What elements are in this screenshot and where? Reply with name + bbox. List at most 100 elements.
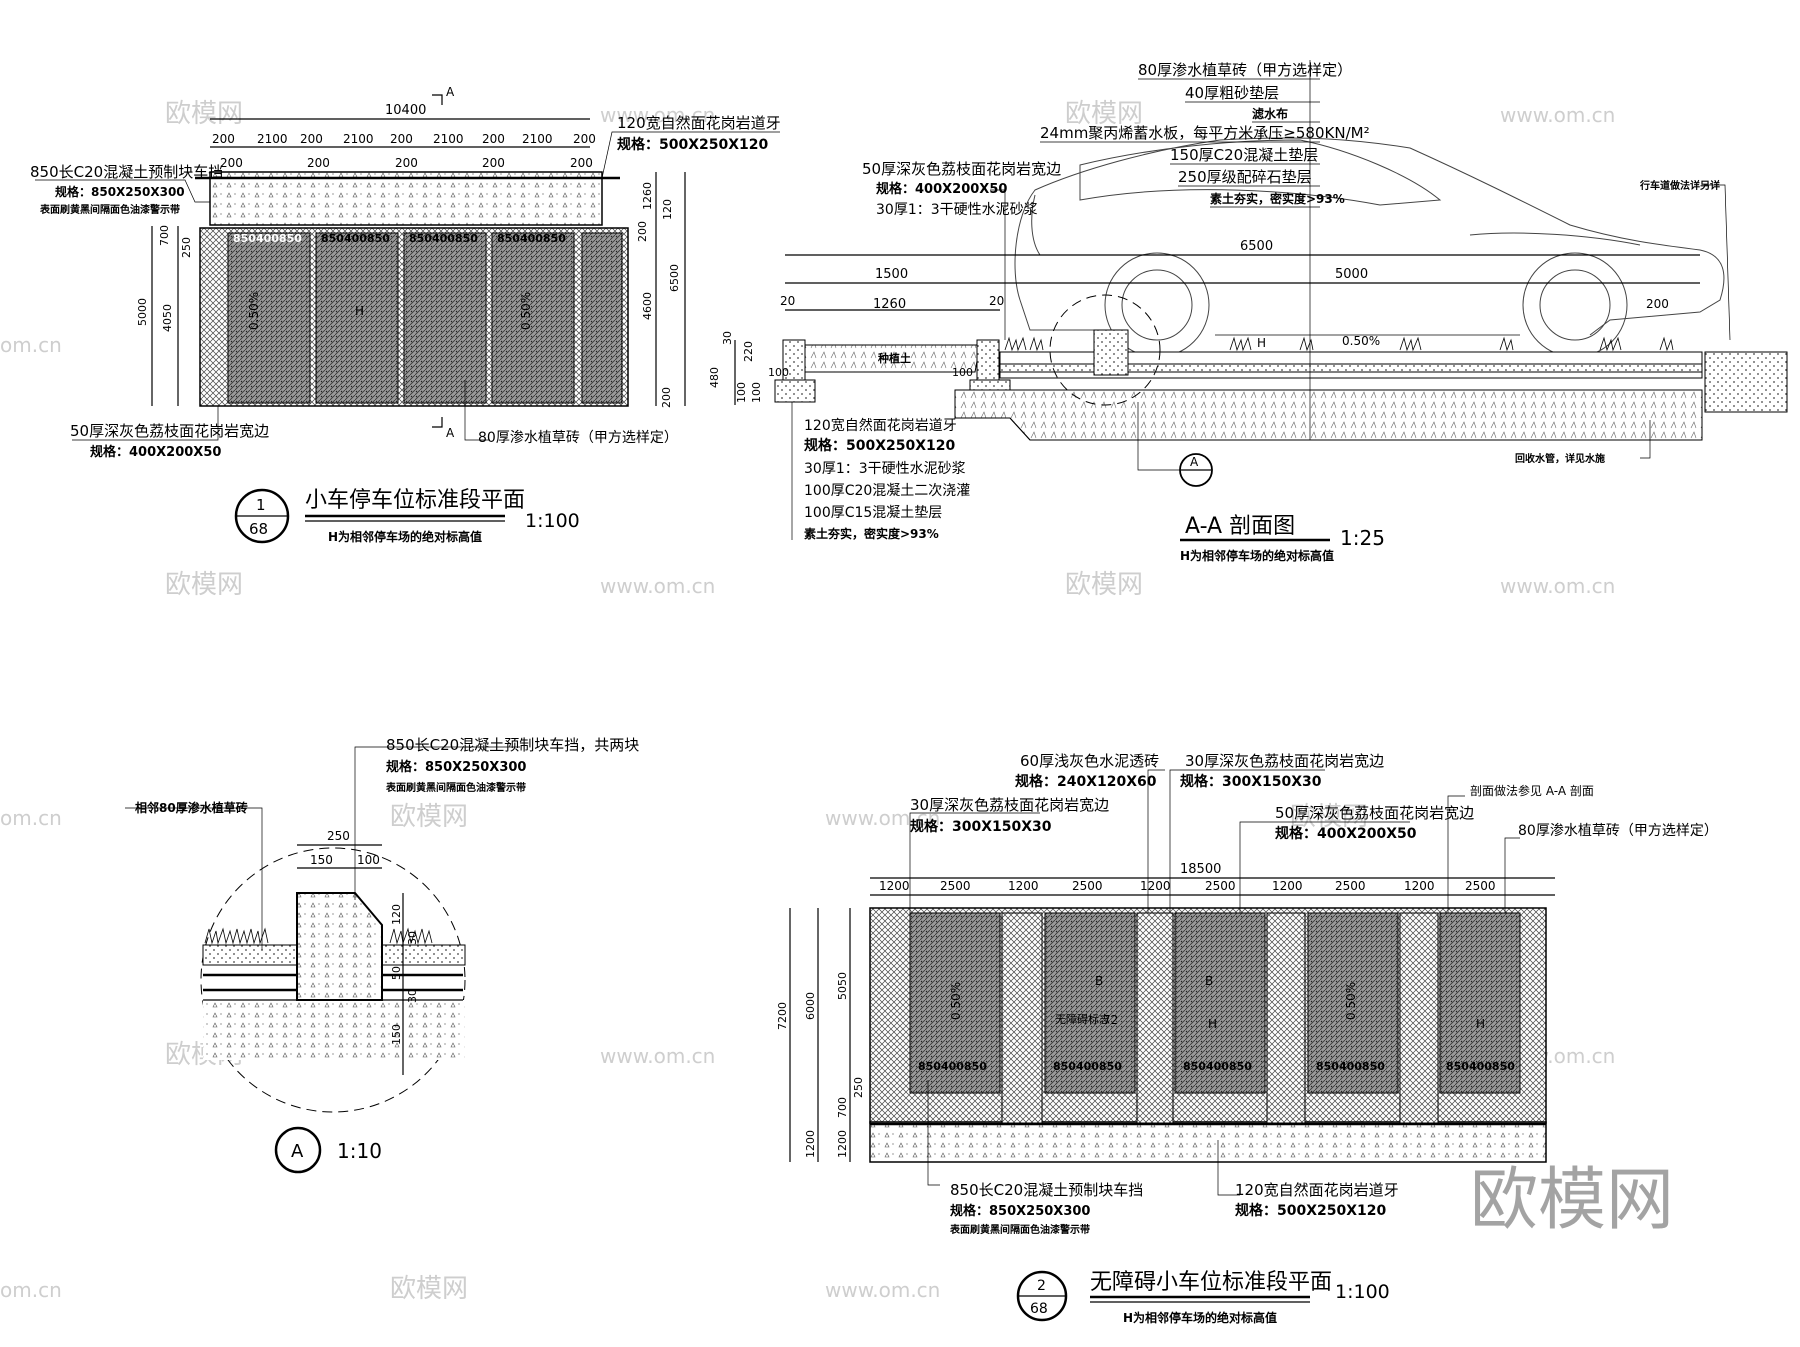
- dim-text: 250: [180, 237, 193, 258]
- slope-label: 0.50%: [519, 292, 533, 330]
- layer-drain-board: [999, 371, 1703, 379]
- curb-stone-right: [976, 339, 1000, 381]
- drawing-subtitle: H为相邻停车场的绝对标高值: [1180, 548, 1334, 563]
- car-body: [1014, 137, 1725, 336]
- slope-label: 0.50%: [247, 292, 261, 330]
- note-edge-spec: 规格：400X200X50: [90, 444, 221, 460]
- note-wheel-stop-spec: 规格：850X250X300: [386, 759, 526, 775]
- bottom-notes: 120宽自然面花岗岩道牙 规格：500X250X120 30厚1：3干硬性水泥砂…: [804, 417, 970, 541]
- drawing-1-parking-plan: 10400 A A 200 2100 200 2100 200 2100 200…: [30, 85, 781, 544]
- dim-1260: 1260: [873, 297, 906, 312]
- layer-note: 250厚级配碎石垫层: [1178, 168, 1312, 186]
- watermark-brand: 欧模网: [1290, 802, 1368, 832]
- note-concrete-brick-spec: 规格：240X120X60: [1015, 773, 1157, 790]
- dim-text: 200: [570, 156, 593, 170]
- drawing-title: 无障碍小车位标准段平面: [1090, 1270, 1332, 1295]
- dimension-left: 700 250 5000 4050: [136, 225, 193, 332]
- dim-text: 30: [406, 931, 419, 945]
- detail-circle: [1049, 294, 1161, 406]
- leader-line: [72, 406, 219, 441]
- dim-text: 1260: [641, 182, 654, 210]
- leader-line: [927, 1080, 940, 1186]
- note-edge-spec: 规格：300X150X30: [1180, 773, 1322, 790]
- dimension-left: 7200 6000 5050 250 700 1200 1200: [776, 972, 865, 1158]
- stall-dim: 850400850: [1316, 1060, 1385, 1073]
- note-mortar: 30厚1：3干硬性水泥砂浆: [876, 202, 1038, 218]
- layer-note: 120宽自然面花岗岩道牙: [804, 417, 957, 434]
- drawing-subtitle: H为相邻停车场的绝对标高值: [1123, 1310, 1277, 1325]
- dim-text: 200: [300, 132, 323, 146]
- roadway-edge: [1704, 351, 1788, 413]
- section-mark-label: A: [446, 426, 455, 440]
- dim-text: 30: [406, 989, 419, 1003]
- dim-5000: 5000: [1335, 267, 1368, 282]
- dim-1500: 1500: [875, 267, 908, 282]
- leader-line: [990, 189, 1006, 340]
- planting-strip: [209, 171, 603, 226]
- access-aisle: [1136, 912, 1174, 1124]
- note-edge-spec: 规格：400X200X50: [1275, 825, 1417, 842]
- dim-text: 700: [836, 1097, 849, 1118]
- watermark-logo: 欧模网: [1470, 1161, 1674, 1240]
- elevation-label: H: [1257, 336, 1266, 350]
- dim-text: 1200: [1404, 879, 1435, 893]
- elevation-label: H: [1476, 1017, 1485, 1031]
- car-line: [1469, 232, 1641, 246]
- note-curb-spec: 规格：500X250X120: [1235, 1202, 1387, 1219]
- leader-line: [1705, 184, 1731, 341]
- stall-dim-labels: 850400850 850400850 850400850 850400850: [233, 232, 566, 245]
- dim-text: 120: [390, 904, 403, 925]
- dim-text: 2100: [433, 132, 464, 146]
- parking-stall: [1044, 912, 1136, 1094]
- dim-text: 200: [482, 132, 505, 146]
- dim-text: 2500: [1465, 879, 1496, 893]
- car-rear: [1019, 299, 1110, 331]
- car-tail: [1031, 194, 1041, 256]
- dim-text: 5000: [136, 298, 149, 326]
- dim-text: 1200: [1140, 879, 1171, 893]
- watermark-url: www.om.cn: [1500, 103, 1615, 127]
- dim-text: 1200: [804, 1130, 817, 1158]
- note-edge: 30厚深灰色荔枝面花岗岩宽边: [910, 796, 1109, 814]
- access-aisle: [1001, 912, 1043, 1124]
- note-grass-paver: 80厚渗水植草砖（甲方选样定）: [1518, 823, 1718, 839]
- leader-line: [1169, 769, 1325, 913]
- dim-text: 2100: [343, 132, 374, 146]
- dim-text: 120: [661, 199, 674, 220]
- dim-text: 200: [395, 156, 418, 170]
- leader-line: [1504, 837, 1520, 913]
- dim-text: 200: [660, 387, 673, 408]
- leader-line: [601, 131, 780, 179]
- drawing-number: 2: [1037, 1278, 1046, 1294]
- label-72: 72: [1103, 1013, 1118, 1027]
- parking-stall: [315, 232, 399, 404]
- parking-stall: [491, 232, 575, 404]
- dim-text: 200: [220, 156, 243, 170]
- dimension-row-top: 1200 2500 1200 2500 1200 2500 1200 2500 …: [879, 879, 1496, 893]
- layer-note: 素土夯实，密实度>93%: [804, 526, 939, 541]
- stall-dim: 850400850: [409, 232, 478, 245]
- dim-text: 200: [212, 132, 235, 146]
- note-wheel-stop-spec: 规格：850X250X300: [55, 184, 185, 199]
- dim-20: 20: [780, 294, 795, 308]
- stall-dim: 850400850: [1053, 1060, 1122, 1073]
- watermark-url: om.cn: [0, 1278, 62, 1302]
- watermark-url: om.cn: [0, 333, 62, 357]
- leader-line: [1447, 795, 1465, 913]
- sheet-number: 68: [1030, 1301, 1048, 1317]
- layer-concrete: [203, 1000, 465, 1060]
- leader-line: [1147, 769, 1165, 913]
- note-wheel-stop: 850长C20混凝土预制块车挡: [30, 163, 223, 181]
- car-rear-rim: [1121, 269, 1193, 341]
- label-b: B: [1095, 974, 1103, 988]
- slope-label: 0.50%: [1344, 982, 1358, 1020]
- leader-line: [1137, 402, 1180, 471]
- section-marker: [432, 94, 443, 105]
- parking-stall: [909, 912, 1001, 1094]
- drawing-title: 小车停车位标准段平面: [305, 488, 525, 513]
- stall-dim: 850400850: [497, 232, 566, 245]
- car-front-rim: [1539, 269, 1611, 341]
- note-edge: 50厚深灰色荔枝面花岗岩宽边: [862, 160, 1061, 178]
- dim-text: 100: [952, 366, 973, 379]
